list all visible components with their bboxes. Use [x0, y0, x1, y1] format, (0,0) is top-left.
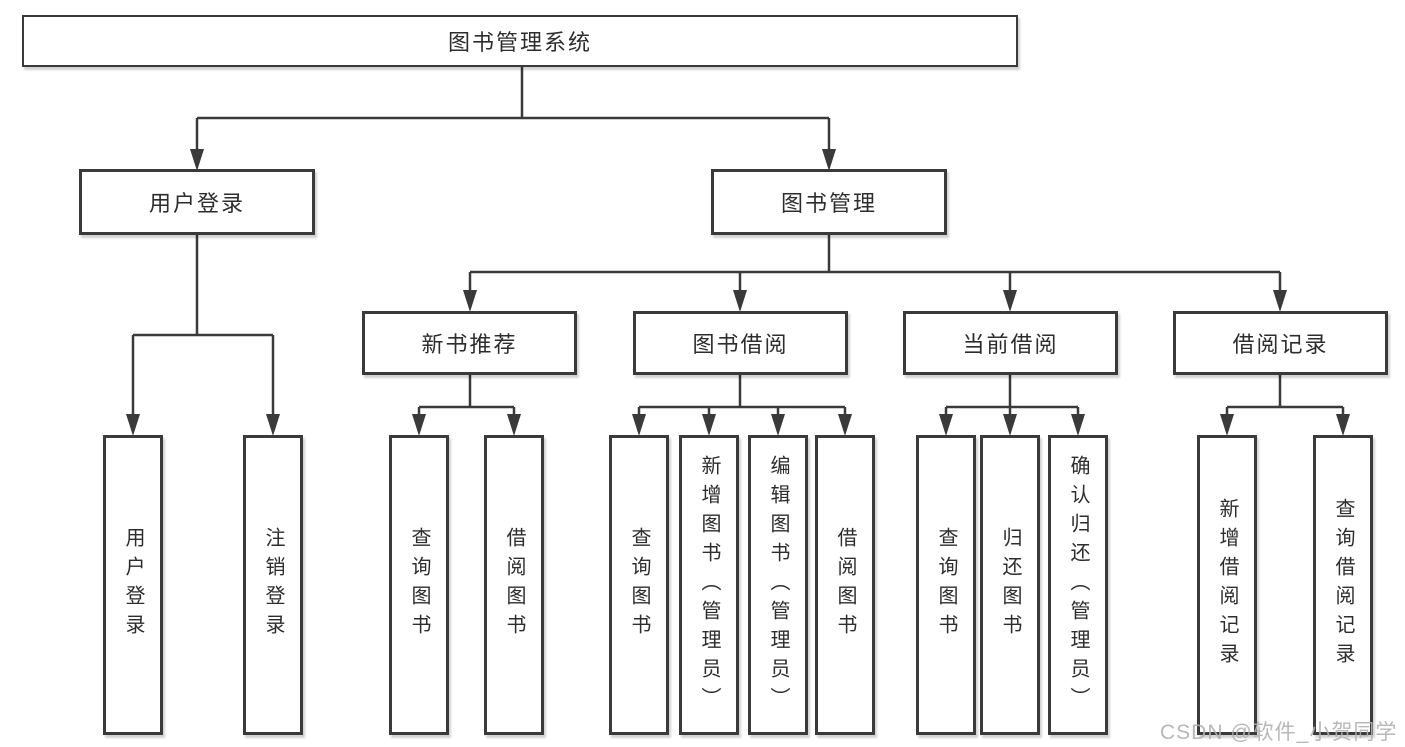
leaf-query-books-recommend: 查询图书: [389, 435, 449, 735]
leaf-add-borrow-record: 新增借阅记录: [1197, 435, 1257, 735]
leaf-confirm-return-admin-label: 确认归还（管理员）: [1067, 454, 1089, 716]
node-new-book-recommendation: 新书推荐: [362, 311, 577, 375]
leaf-borrow-books-recommend: 借阅图书: [484, 435, 544, 735]
node-borrowing-records: 借阅记录: [1173, 311, 1388, 375]
node-current-borrowing-label: 当前借阅: [962, 332, 1059, 357]
leaf-query-borrow-record-label: 查询借阅记录: [1332, 498, 1354, 672]
leaf-edit-books-admin: 编辑图书（管理员）: [748, 435, 808, 735]
node-new-book-recommendation-label: 新书推荐: [421, 332, 518, 357]
leaf-query-books-current: 查询图书: [916, 435, 976, 735]
node-book-management-label: 图书管理: [780, 191, 877, 216]
watermark: CSDN @软件_小贺同学: [1160, 721, 1398, 744]
leaf-add-books-admin-label: 新增图书（管理员）: [698, 454, 720, 716]
node-user-login: 用户登录: [79, 169, 315, 235]
node-borrowing-records-label: 借阅记录: [1232, 332, 1329, 357]
leaf-query-books-recommend-label: 查询图书: [408, 527, 430, 643]
leaf-borrow-books-recommend-label: 借阅图书: [503, 527, 525, 643]
leaf-query-books-borrowing-label: 查询图书: [628, 527, 650, 643]
leaf-query-borrow-record: 查询借阅记录: [1313, 435, 1373, 735]
leaf-query-books-current-label: 查询图书: [935, 527, 957, 643]
arrowheads: [126, 149, 1350, 436]
leaf-logout: 注销登录: [243, 435, 303, 735]
leaf-logout-label: 注销登录: [262, 527, 284, 643]
node-user-login-label: 用户登录: [148, 191, 245, 216]
leaf-user-login-label: 用户登录: [122, 527, 144, 643]
leaf-return-books: 归还图书: [980, 435, 1040, 735]
node-library-system: 图书管理系统: [22, 15, 1018, 67]
leaf-edit-books-admin-label: 编辑图书（管理员）: [767, 454, 789, 716]
node-book-borrowing-label: 图书借阅: [692, 332, 789, 357]
leaf-user-login: 用户登录: [103, 435, 163, 735]
leaf-borrow-books-borrowing-label: 借阅图书: [834, 527, 856, 643]
node-library-system-label: 图书管理系统: [447, 30, 592, 55]
node-book-management: 图书管理: [711, 169, 947, 235]
leaf-borrow-books-borrowing: 借阅图书: [815, 435, 875, 735]
node-book-borrowing: 图书借阅: [633, 311, 848, 375]
leaf-add-books-admin: 新增图书（管理员）: [679, 435, 739, 735]
leaf-confirm-return-admin: 确认归还（管理员）: [1048, 435, 1108, 735]
leaf-return-books-label: 归还图书: [999, 527, 1021, 643]
node-current-borrowing: 当前借阅: [903, 311, 1118, 375]
leaf-add-borrow-record-label: 新增借阅记录: [1216, 498, 1238, 672]
leaf-query-books-borrowing: 查询图书: [609, 435, 669, 735]
